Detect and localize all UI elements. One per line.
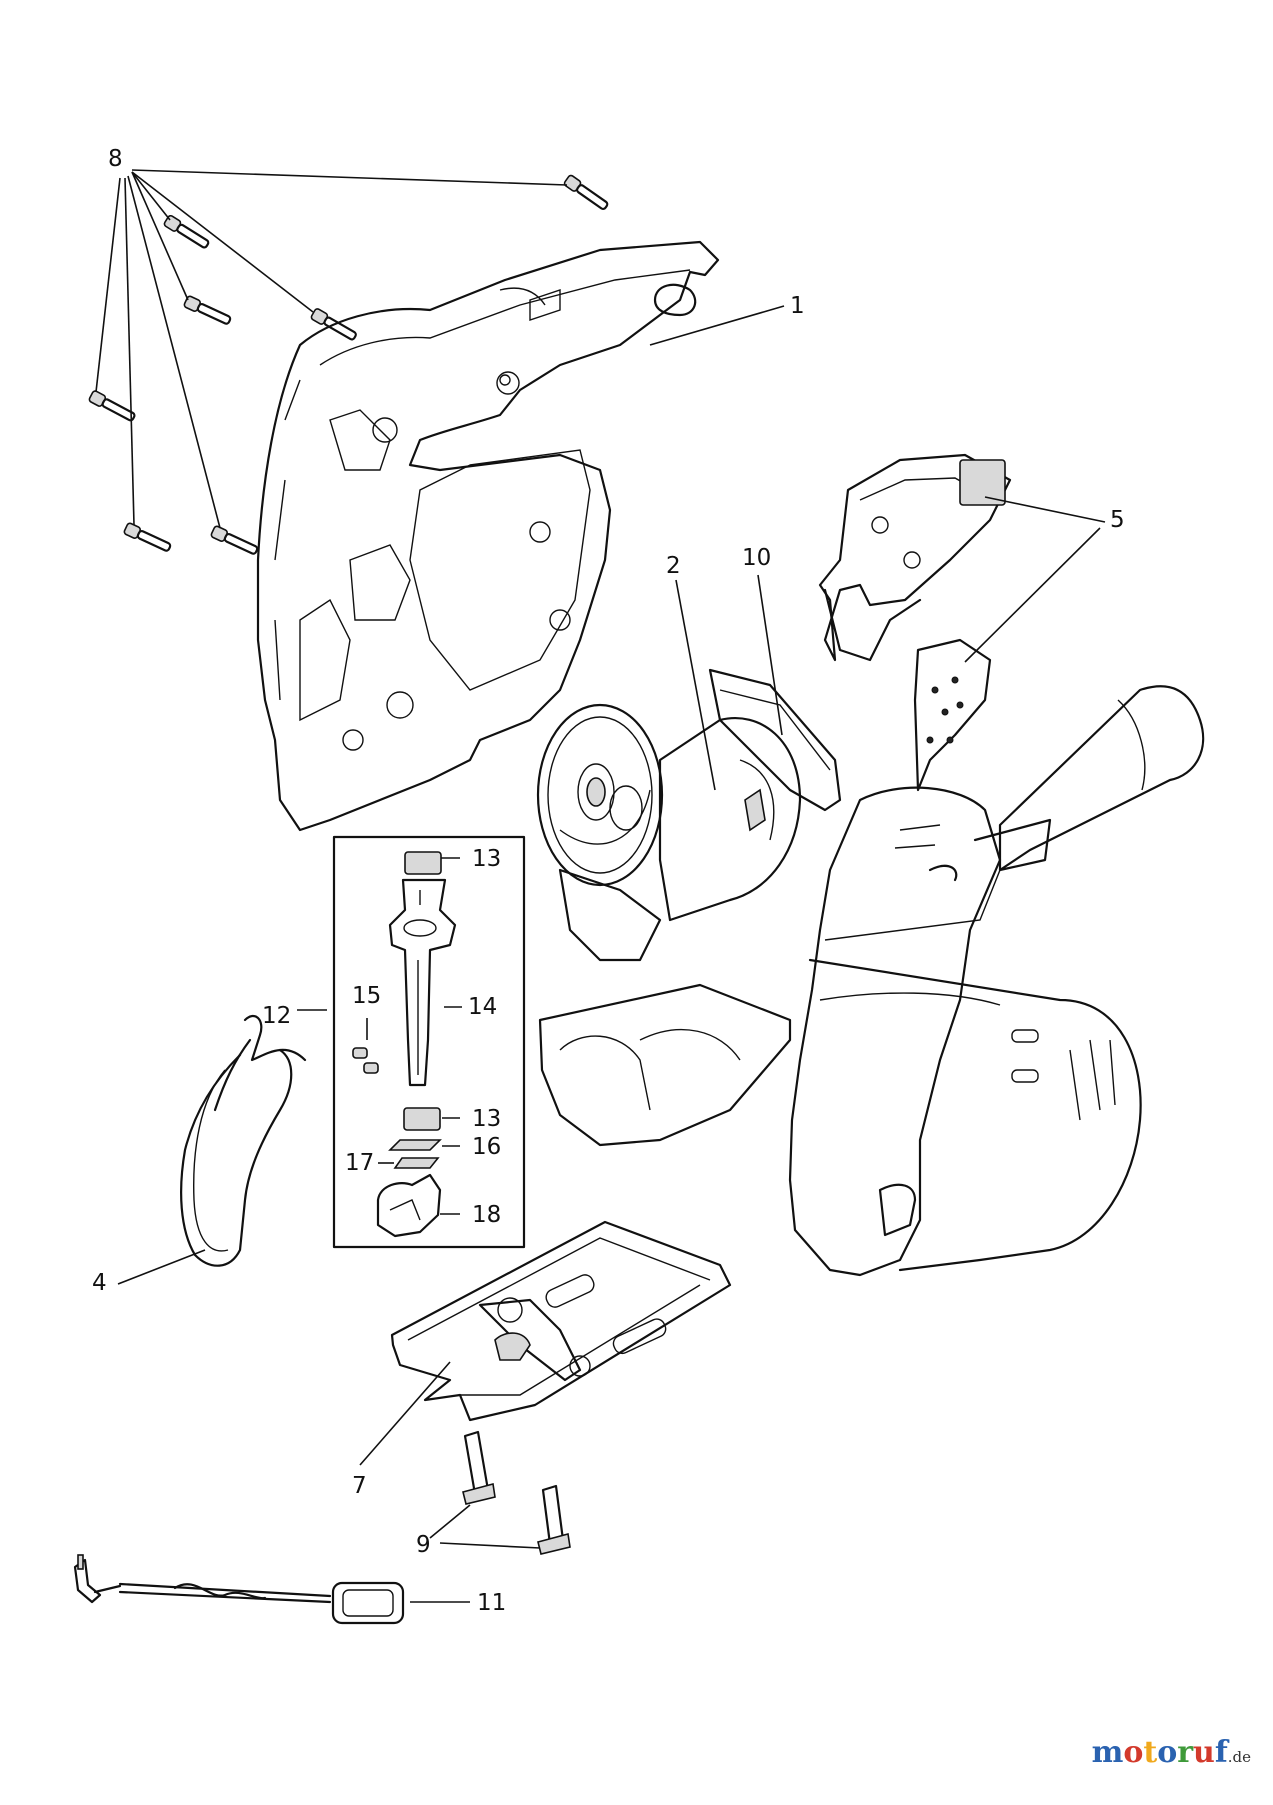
callout-2: 2 — [666, 553, 681, 579]
part-8-screws — [88, 174, 609, 555]
callout-18: 18 — [472, 1202, 501, 1228]
watermark-letter: u — [1193, 1735, 1215, 1770]
part-10-cover — [708, 668, 842, 812]
motoruf-watermark: motoruf.de — [1092, 1735, 1251, 1770]
leader-lines — [95, 169, 1106, 1603]
watermark-letter: o — [1123, 1735, 1144, 1770]
callout-13-top: 13 — [472, 846, 501, 872]
callout-17: 17 — [345, 1150, 374, 1176]
callout-5: 5 — [1110, 507, 1125, 533]
callout-12: 12 — [262, 1003, 291, 1029]
part-12-wire — [213, 1014, 307, 1112]
callout-15: 15 — [352, 983, 381, 1009]
watermark-letters: motoruf — [1092, 1735, 1228, 1770]
callout-labels: 8 1 5 2 10 13 14 15 12 13 16 17 18 4 7 9… — [92, 146, 1125, 1616]
part-5-switch — [818, 453, 1012, 792]
callout-14: 14 — [468, 994, 497, 1020]
callout-8: 8 — [108, 146, 123, 172]
callout-13-bottom: 13 — [472, 1106, 501, 1132]
callout-10: 10 — [742, 545, 771, 571]
callout-1: 1 — [790, 293, 805, 319]
part-9-screws — [462, 1430, 571, 1555]
watermark-suffix: .de — [1227, 1748, 1251, 1766]
watermark-letter: m — [1091, 1735, 1124, 1770]
watermark-letter: t — [1143, 1735, 1158, 1770]
part-1-housing — [256, 240, 720, 832]
callout-9: 9 — [416, 1532, 431, 1558]
battery-tray — [538, 983, 792, 1147]
tool-body — [788, 685, 1205, 1277]
part-4-loop — [180, 1048, 293, 1267]
part-11-charger — [73, 1554, 405, 1625]
parts-box-13-18 — [332, 835, 526, 1249]
callout-7: 7 — [352, 1473, 367, 1499]
callout-16: 16 — [472, 1134, 501, 1160]
watermark-letter: o — [1157, 1735, 1178, 1770]
part-2-gear-motor — [536, 703, 802, 962]
part-7-base-plate — [390, 1220, 732, 1422]
callout-4: 4 — [92, 1270, 107, 1296]
callout-11: 11 — [477, 1590, 506, 1616]
watermark-letter: f — [1214, 1735, 1228, 1770]
watermark-letter: r — [1177, 1735, 1194, 1770]
